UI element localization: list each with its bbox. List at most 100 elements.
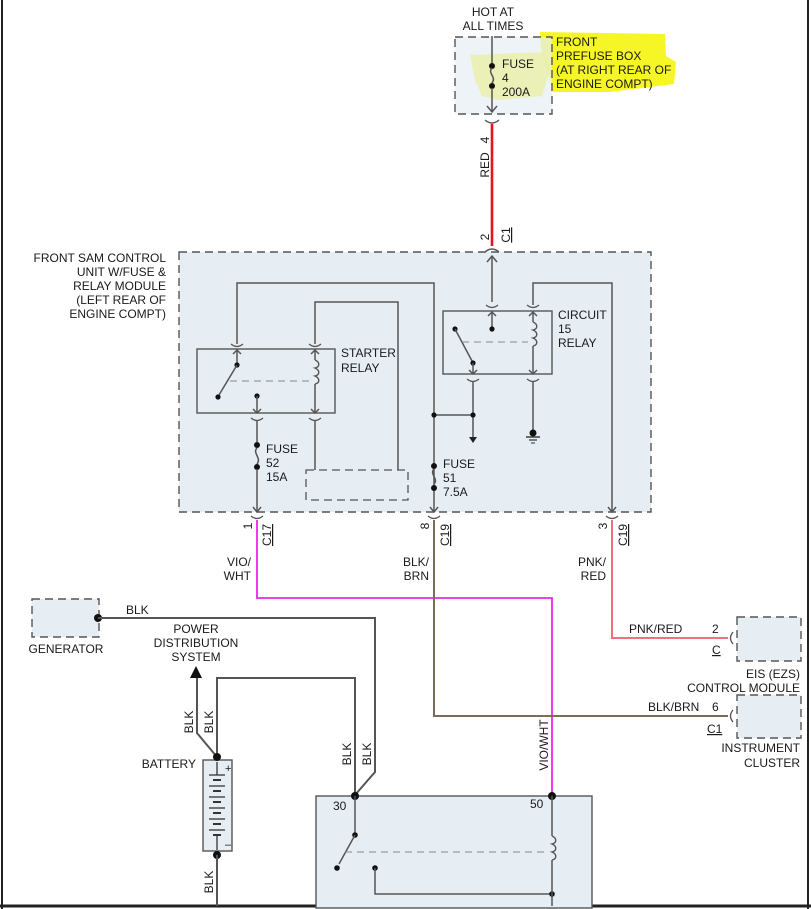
wire-pnk-red-label-line1: PNK/ [578, 555, 607, 569]
hot-at-all-times-line2: ALL TIMES [463, 19, 524, 33]
generator-box [31, 598, 100, 638]
pds-arrow-icon [190, 666, 202, 678]
fuse4-label-line3: 200A [502, 85, 530, 99]
cluster-connector-label: C1 [707, 722, 723, 736]
wire-pnk-red-label-line2: RED [581, 569, 607, 583]
battery-label: BATTERY [142, 757, 196, 771]
generator-wire-label: BLK [126, 603, 149, 617]
eis-connector-label: C [712, 643, 721, 657]
starter-relay-coil-icon [312, 359, 320, 385]
wire-blk-label-1: BLK [182, 711, 196, 734]
wire-pnk-red [611, 520, 728, 639]
circuit15-output-arrow [469, 437, 477, 443]
fuse52-element [254, 447, 260, 465]
prefuse-label-line4: ENGINE COMPT) [556, 77, 653, 91]
circuit15-relay-switch [454, 328, 473, 362]
battery-plus-sign: + [225, 763, 231, 775]
wire-circuit15-to-pin3 [532, 282, 613, 512]
fuse4-terminal-bottom [489, 83, 495, 89]
wire-blk-brn [433, 520, 728, 717]
wire-vio-wht-label-line1: VIO/ [227, 555, 252, 569]
pds-label-line2: DISTRIBUTION [154, 636, 239, 650]
eis-label-line1: EIS (EZS) [746, 667, 800, 681]
sam-outputs: 1 C17 8 C19 3 C19 VIO/ WHT BLK/ BRN PNK/… [224, 515, 728, 796]
connector-c19b-label: C19 [616, 524, 630, 546]
highlight-prefuse-label [540, 32, 676, 92]
wire-red-label: RED [478, 152, 492, 178]
eis-wire-label: PNK/RED [629, 622, 683, 636]
wire-starter-to-fuse51 [236, 282, 435, 512]
wire-blk-label-2: BLK [202, 711, 216, 734]
hot-at-all-times-line1: HOT AT [472, 5, 515, 19]
sam-label-line2: UNIT W/FUSE & [77, 265, 166, 279]
sam-label-line1: FRONT SAM CONTROL [34, 251, 167, 265]
starter-pin-30-label: 30 [333, 799, 347, 813]
circuit15-label-line1: CIRCUIT [558, 308, 607, 322]
fuse52-label-line3: 15A [266, 470, 287, 484]
connector-c17-label: C17 [260, 524, 274, 546]
circuit15-relay-box [442, 310, 553, 375]
fuse52-terminal-bottom [254, 464, 260, 470]
fuse51-label-line2: 51 [443, 471, 457, 485]
fuse4-terminal-top [489, 63, 495, 69]
sam-input-arrow [486, 254, 498, 263]
power-distribution: POWER DISTRIBUTION SYSTEM BLK BLK BLK BL… [154, 622, 374, 796]
starter-relay-switch [218, 364, 238, 396]
cluster-label-line1: INSTRUMENT [721, 741, 800, 755]
fuse51-element [431, 468, 437, 485]
starter-relay-conn-2 [308, 343, 322, 348]
prefuse-label-line1: FRONT [556, 35, 598, 49]
wire-blk-label-5: BLK [202, 871, 216, 894]
fuse4-label-line1: FUSE [502, 57, 534, 71]
battery-cells-icon [209, 762, 225, 850]
pds-label-line1: POWER [173, 622, 219, 636]
eis-module-box [736, 616, 802, 662]
fuse52-label-line1: FUSE [266, 442, 298, 456]
eis-label-line2: CONTROL MODULE [687, 681, 800, 695]
red-wire: 4 RED 2 C1 [478, 119, 513, 253]
prefuse-box-outline [454, 36, 553, 115]
fuse51-label-line3: 7.5A [443, 485, 468, 499]
ground-icon [526, 436, 540, 444]
battery-positive-terminal [213, 753, 221, 761]
wire-blk-label-3: BLK [340, 743, 354, 766]
wire-battery-to-pds [196, 678, 218, 758]
fuse51-terminal-bottom [431, 485, 437, 491]
ground-node [529, 429, 537, 437]
eis-control-module: PNK/RED 2 C EIS (EZS) CONTROL MODULE [629, 616, 802, 695]
starter-solenoid-switch [338, 834, 356, 865]
sam-label-line3: RELAY MODULE [73, 279, 166, 293]
circuit15-label-line2: 15 [558, 322, 572, 336]
fuse51-label-line1: FUSE [443, 457, 475, 471]
prefuse-label-line3: (AT RIGHT REAR OF [556, 63, 671, 77]
fuse51-terminal-top [431, 463, 437, 469]
starter-pin-50-label: 50 [530, 797, 544, 811]
sam-input-pin-label: 2 [478, 233, 492, 240]
wire-generator-blk [98, 617, 376, 796]
pin-3-label: 3 [596, 522, 610, 529]
instrument-cluster-box [736, 694, 802, 739]
wire-vio-wht-vertical-label: VIO/WHT [537, 719, 551, 771]
cluster-pin-label: 6 [712, 700, 719, 714]
starter-solenoid-coil-icon [549, 835, 557, 861]
pin-4-label: 4 [478, 136, 492, 143]
starter-relay-label-line2: RELAY [341, 361, 379, 375]
pin-1-label: 1 [241, 522, 255, 529]
connector-prefuse-pin4 [484, 119, 500, 124]
wire-blk-brn-label-line1: BLK/ [403, 555, 430, 569]
starter-relay-conn-1 [230, 343, 244, 348]
circuit15-relay-coil-icon [530, 321, 538, 347]
battery: BATTERY + – BLK [142, 753, 233, 906]
instrument-cluster: BLK/BRN 6 C1 INSTRUMENT CLUSTER [648, 694, 802, 770]
wire-blk-brn-label-line2: BRN [404, 569, 429, 583]
sam-sub-box [305, 469, 409, 501]
prefuse-arrow [486, 105, 498, 114]
generator-label: GENERATOR [29, 642, 104, 656]
battery-minus-sign: – [225, 839, 232, 851]
starter-relay-label-line1: STARTER [341, 346, 396, 360]
wire-vio-wht [256, 520, 553, 796]
fuse52-label-line2: 52 [266, 456, 280, 470]
pin-8-label: 8 [418, 522, 432, 529]
generator: GENERATOR BLK [29, 598, 376, 796]
